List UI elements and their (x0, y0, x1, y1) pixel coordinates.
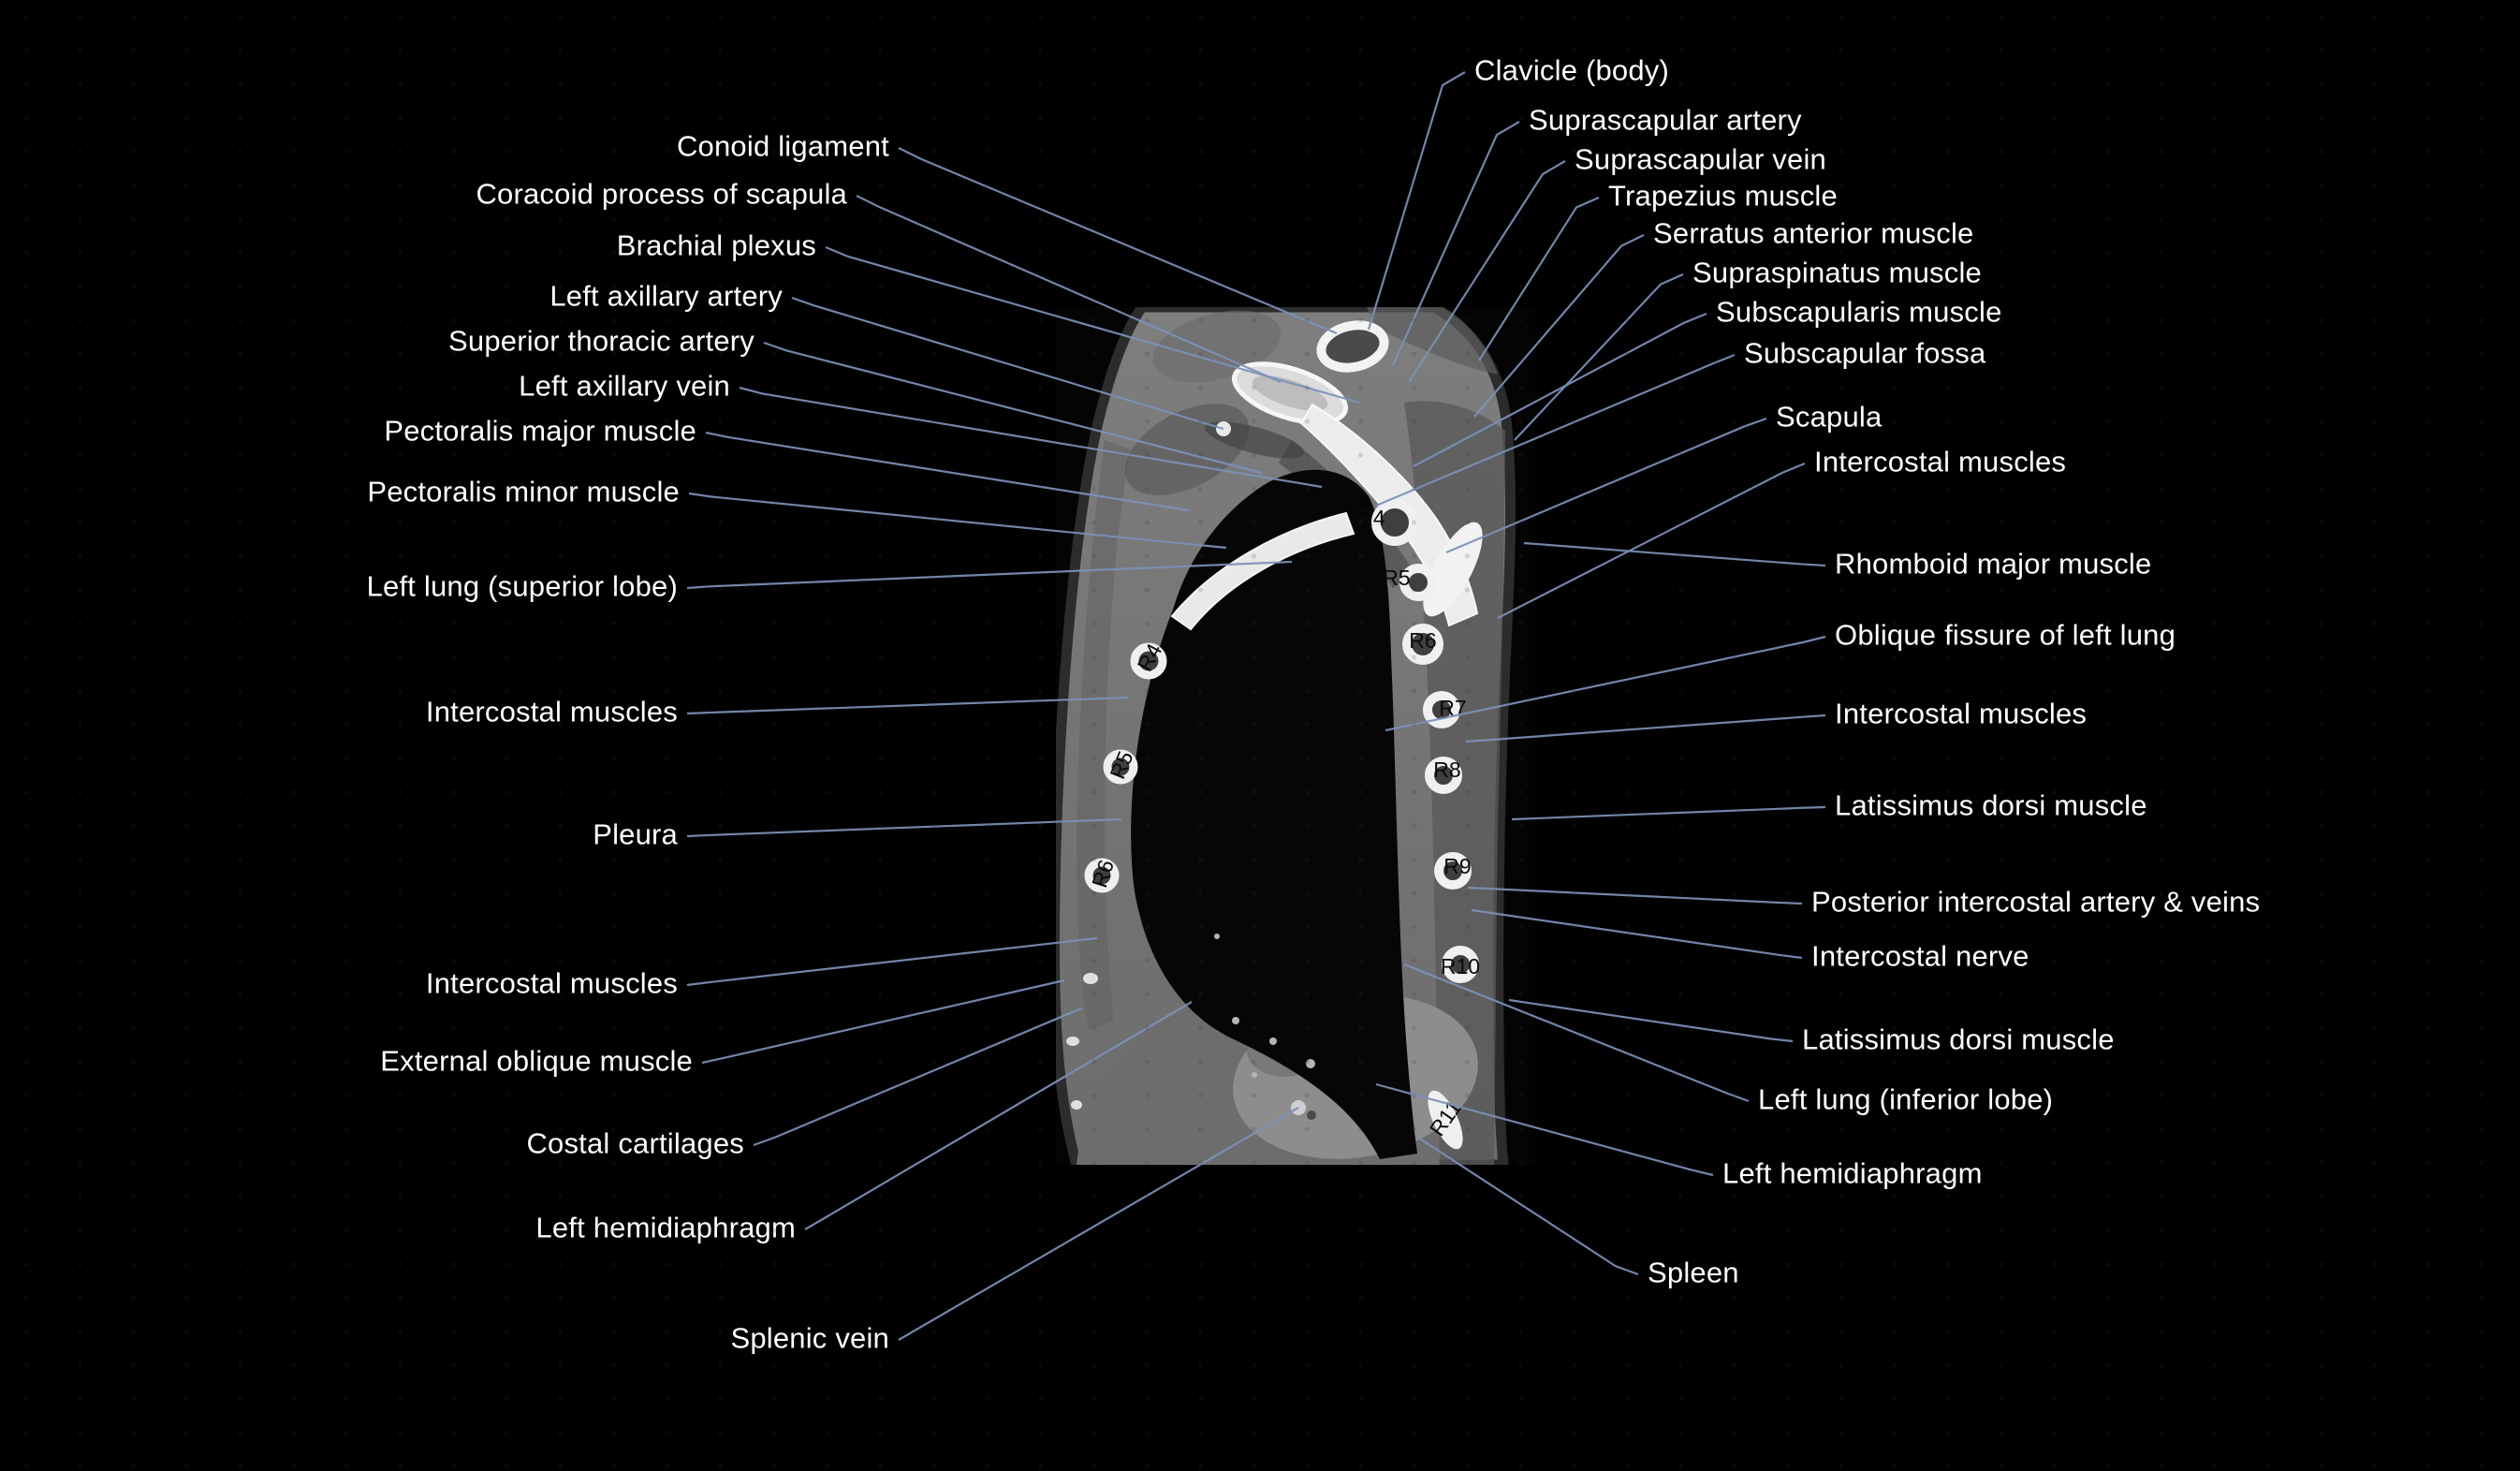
rib-r3-bone (1170, 511, 1355, 631)
leader-line (1465, 713, 1826, 743)
anatomy-label: Subscapular fossa (1744, 336, 1986, 370)
anatomy-label: Subscapularis muscle (1716, 295, 2002, 329)
leader-line (701, 978, 1065, 1065)
leader-line (1445, 417, 1767, 554)
leader-line (1417, 1137, 1639, 1276)
rib-label: R9 (1443, 854, 1471, 878)
anatomy-label: External oblique muscle (380, 1044, 693, 1078)
leader-line (1523, 541, 1826, 567)
anatomy-label: Oblique fissure of left lung (1835, 618, 2176, 652)
posterior-rib-rings (1371, 499, 1479, 983)
anatomy-label: Left lung (inferior lobe) (1758, 1082, 2054, 1116)
rib-label: R4 (1357, 506, 1385, 530)
anatomy-label: Intercostal muscles (425, 966, 678, 1000)
anatomy-label: Splenic vein (730, 1321, 889, 1355)
trapezius-muscle-region (1367, 307, 1498, 375)
leader-line (686, 817, 1122, 838)
anatomy-label: Left lung (superior lobe) (366, 569, 678, 603)
anatomy-label: Left axillary vein (519, 369, 730, 403)
leader-line (1471, 908, 1803, 960)
anatomy-label: Costal cartilages (526, 1126, 744, 1160)
leader-line (804, 1001, 1193, 1230)
rib-label: R8 (1433, 758, 1460, 782)
leader-line (763, 341, 1263, 475)
anatomy-label: Conoid ligament (676, 129, 889, 163)
splenic-vein-shadow (1307, 1111, 1316, 1120)
leader-line (686, 696, 1129, 715)
leader-line (1375, 1082, 1714, 1177)
anatomy-label: Posterior intercostal artery & veins (1811, 885, 2261, 919)
anatomy-label: Latissimus dorsi muscle (1802, 1022, 2115, 1056)
anatomy-label: Serratus anterior muscle (1653, 216, 1974, 250)
leader-line (1467, 886, 1803, 905)
rib-label: R5 (1383, 566, 1410, 590)
anatomy-label: Supraspinatus muscle (1692, 256, 1982, 289)
leader-line (1391, 121, 1520, 366)
anatomy-label: Suprascapular vein (1575, 142, 1826, 176)
anatomy-label: Suprascapular artery (1529, 103, 1802, 137)
scapula-inferior-crescent (1423, 522, 1483, 617)
anatomy-label: Clavicle (body) (1474, 53, 1670, 87)
leader-line (739, 386, 1323, 489)
anatomy-label: Pleura (593, 817, 678, 851)
leader-line (791, 296, 1224, 431)
lung-vessel-specks (1214, 934, 1315, 1078)
anterior-rib-rings (1084, 642, 1167, 893)
leader-line (1385, 635, 1826, 732)
leader-line (856, 195, 1282, 384)
clavicle-ring (1316, 320, 1389, 373)
leader-line (1413, 312, 1707, 467)
leader-line (1508, 998, 1794, 1043)
anatomy-label: Left hemidiaphragm (535, 1211, 796, 1244)
anatomy-label: Intercostal muscles (1814, 445, 2067, 478)
leader-line (688, 492, 1227, 550)
leader-line (1497, 462, 1806, 619)
anatomy-label: Left axillary artery (549, 279, 783, 313)
anatomy-label: Intercostal nerve (1811, 939, 2029, 973)
leader-line (686, 560, 1293, 590)
leader-line (898, 147, 1338, 335)
leader-line (1514, 272, 1684, 441)
anatomy-label: Pectoralis major muscle (384, 414, 696, 448)
anatomy-label: Pectoralis minor muscle (367, 475, 680, 508)
anatomy-label: Superior thoracic artery (448, 324, 755, 358)
lung-field (1131, 469, 1417, 1159)
anatomy-label: Latissimus dorsi muscle (1835, 788, 2147, 822)
anatomy-label: Spleen (1648, 1256, 1739, 1289)
anatomy-label: Intercostal muscles (425, 695, 678, 728)
anatomy-label: Coracoid process of scapula (476, 177, 847, 211)
rib-label: R10 (1441, 954, 1480, 978)
costal-cartilage-dots (1066, 973, 1098, 1110)
leader-line (825, 245, 1360, 405)
leader-line (1403, 963, 1750, 1103)
leader-line (1511, 805, 1826, 821)
anatomy-label: Scapula (1776, 400, 1883, 434)
leader-line (1375, 353, 1736, 507)
leader-line (753, 1007, 1082, 1147)
leader-line (898, 1107, 1299, 1341)
anatomy-label: Left hemidiaphragm (1722, 1156, 1983, 1190)
leader-line (705, 431, 1190, 512)
anatomy-label: Trapezius muscle (1608, 179, 1838, 213)
leader-line (1473, 234, 1645, 418)
anatomy-label: Brachial plexus (616, 228, 816, 262)
leader-line (1478, 196, 1600, 361)
rib-r11-bone (1428, 1090, 1463, 1150)
rib-label: R6 (1409, 628, 1436, 653)
anatomy-label: Rhomboid major muscle (1835, 547, 2152, 581)
leader-line (686, 936, 1098, 987)
anatomy-label: Intercostal muscles (1835, 697, 2088, 730)
leader-line (1367, 71, 1466, 331)
leader-line (1408, 160, 1566, 383)
